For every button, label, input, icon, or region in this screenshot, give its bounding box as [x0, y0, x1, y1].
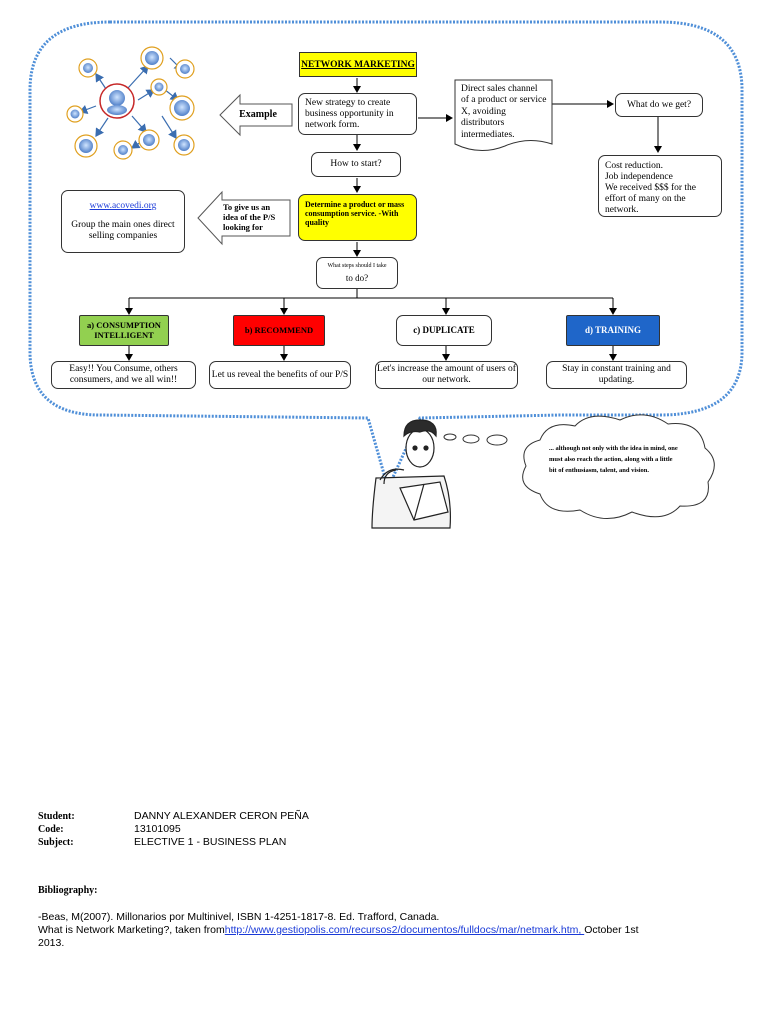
- diagram-title: NETWORK MARKETING: [299, 52, 417, 77]
- example-label: Example: [239, 108, 277, 120]
- bibliography-heading: Bibliography:: [38, 885, 98, 896]
- benefit-line: We received $$$ for the: [605, 182, 697, 193]
- gestiopolis-link[interactable]: http://www.gestiopolis.com/recursos2/doc…: [224, 924, 585, 936]
- subject-value: ELECTIVE 1 - BUSINESS PLAN: [134, 836, 287, 848]
- acovedi-description: Group the main ones direct selling compa…: [71, 220, 175, 241]
- benefit-line: Job independence: [605, 171, 673, 182]
- direct-sales-document: [454, 79, 553, 151]
- step-training-desc: Stay in constant training and updating.: [546, 361, 687, 389]
- idea-arrow: [197, 190, 291, 246]
- bibliography-entry: What is Network Marketing?, taken fromht…: [38, 924, 639, 949]
- acovedi-link[interactable]: www.acovedi.org: [89, 201, 157, 212]
- step-consumption-box: a) CONSUMPTION INTELLIGENT: [79, 315, 169, 346]
- bibliography-entry: -Beas, M(2007). Millonarios por Multiniv…: [38, 911, 440, 923]
- give-idea-label: To give us an idea of the P/S looking fo…: [223, 202, 276, 232]
- direct-sales-text: Direct sales channel of a product or ser…: [461, 84, 547, 140]
- what-do-we-get-box: What do we get?: [615, 93, 703, 117]
- step-training-box: d) TRAINING: [566, 315, 660, 346]
- code-value: 13101095: [134, 823, 181, 835]
- how-to-start-box: How to start?: [311, 152, 401, 177]
- student-label: Student:: [38, 811, 75, 822]
- thought-cloud: [522, 414, 715, 519]
- student-value: DANNY ALEXANDER CERON PEÑA: [134, 810, 309, 822]
- benefit-line: effort of many on the network.: [605, 193, 686, 215]
- strategy-box: New strategy to create business opportun…: [298, 93, 417, 135]
- step-duplicate-box: c) DUPLICATE: [396, 315, 492, 346]
- benefits-box: Cost reduction. Job independence We rece…: [598, 155, 722, 217]
- code-label: Code:: [38, 824, 64, 835]
- network-cluster-icon: [66, 46, 195, 160]
- step-duplicate-desc: Let's increase the amount of users of ou…: [375, 361, 518, 389]
- example-arrow: [219, 93, 293, 137]
- step-consumption-desc: Easy!! You Consume, others consumers, an…: [51, 361, 196, 389]
- determine-product-box: Determine a product or mass consumption …: [298, 194, 417, 241]
- acovedi-box: www.acovedi.org Group the main ones dire…: [61, 190, 185, 253]
- step-recommend-box: b) RECOMMEND: [233, 315, 325, 346]
- subject-label: Subject:: [38, 837, 74, 848]
- what-steps-box: What steps should I take to do?: [316, 257, 398, 289]
- benefit-line: Cost reduction.: [605, 161, 664, 171]
- thought-text: ... although not only with the idea in m…: [549, 445, 678, 475]
- thinking-person-illustration: [371, 419, 451, 529]
- step-recommend-desc: Let us reveal the benefits of our P/S: [209, 361, 351, 389]
